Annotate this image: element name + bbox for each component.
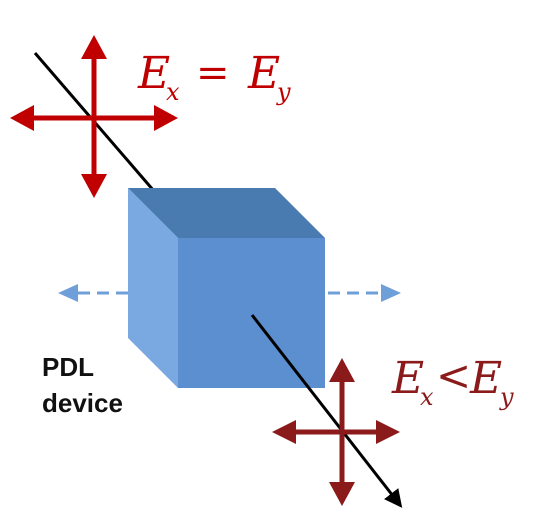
output-polarization-cross (272, 358, 400, 506)
input-eq-left-sub: x (166, 78, 180, 106)
output-beam (250, 314, 403, 508)
output-eq-relation: < (436, 351, 471, 400)
cube-top-face (128, 188, 325, 238)
input-eq-relation: = (196, 50, 230, 96)
input-eq-left-var: E (137, 48, 170, 99)
device-label-line2: device (42, 388, 123, 418)
output-eq-right-sub: y (499, 383, 514, 411)
input-equation: E x = E y (137, 48, 291, 106)
input-eq-right-sub: y (276, 78, 291, 106)
device-label: PDL device (42, 352, 123, 418)
cube-side-face (128, 188, 178, 388)
input-beam (33, 52, 162, 199)
pdl-cube (128, 188, 325, 388)
device-label-line1: PDL (42, 352, 94, 382)
output-eq-right-var: E (469, 353, 502, 404)
output-eq-left-sub: x (420, 383, 434, 411)
dashed-right-arrow (328, 284, 401, 302)
cube-front-face (178, 238, 325, 388)
output-equation: E x < E y (391, 351, 514, 411)
input-eq-right-var: E (247, 48, 280, 99)
dashed-left-arrow (58, 284, 128, 302)
input-polarization-cross (10, 35, 178, 198)
output-eq-left-var: E (391, 353, 424, 404)
